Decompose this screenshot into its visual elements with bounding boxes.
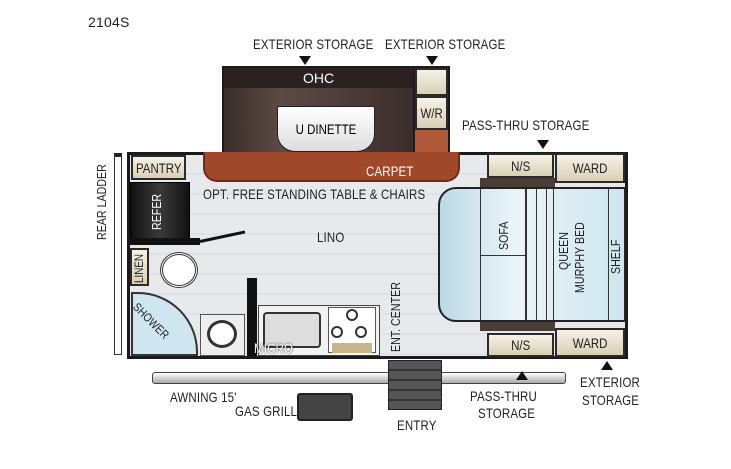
exterior-storage-bottom-label: STORAGE: [582, 392, 640, 408]
arrow-down-icon: [426, 56, 438, 65]
u-dinette: U DINETTE: [277, 106, 375, 152]
cabinet: [415, 68, 448, 96]
bath-wall: [130, 238, 200, 245]
murphy-bed-label: MURPHY BED: [572, 222, 587, 293]
exterior-storage-label: EXTERIOR STORAGE: [385, 36, 506, 52]
kitchen-wall: [247, 278, 257, 356]
bath-sink-basin: [207, 320, 237, 348]
queen-bed-label: QUEEN: [556, 232, 571, 270]
sofa: [480, 189, 526, 320]
arrow-down-icon: [299, 56, 311, 65]
microwave-label: MICRO: [254, 340, 294, 356]
entry-steps: [388, 360, 442, 410]
gas-grill: [297, 393, 353, 421]
awning-bar: [152, 372, 566, 384]
oven: [332, 343, 372, 353]
optional-table-label: OPT. FREE STANDING TABLE & CHAIRS: [203, 186, 426, 202]
entertainment-center-label: ENT. CENTER: [388, 282, 403, 352]
ohc-label: OHC: [302, 70, 335, 86]
shelf: [608, 189, 624, 320]
model-number: 2104S: [88, 14, 130, 30]
pass-thru-storage-bottom-label: PASS-THRU: [470, 388, 537, 404]
rear-ladder-label: REAR LADDER: [94, 164, 109, 240]
carpet-area: [203, 152, 460, 182]
nightstand-bottom: N/S: [487, 333, 554, 357]
gas-grill-label: GAS GRILL: [235, 403, 298, 419]
refrigerator: [130, 182, 190, 240]
arrow-up-icon: [516, 371, 528, 380]
nightstand-top: N/S: [487, 153, 554, 178]
linen-cabinet: [130, 248, 149, 286]
entry-label: ENTRY: [397, 417, 437, 433]
arrow-down-icon: [537, 140, 549, 149]
kitchen-sink: [263, 312, 321, 348]
sofa-cushion-divider: [480, 255, 526, 256]
wardrobe-wr: W/R: [415, 96, 448, 130]
lino-label: LINO: [317, 229, 345, 245]
bed-frame-top: [480, 178, 555, 187]
refer-label: REFER: [149, 193, 164, 230]
arrow-up-icon: [601, 361, 613, 370]
pantry: PANTRY: [131, 155, 186, 180]
burner-icon: [355, 326, 367, 338]
rear-ladder: [114, 153, 122, 355]
toilet: [160, 252, 198, 288]
carpet-label: CARPET: [366, 163, 414, 179]
linen-label: LINEN: [132, 254, 146, 283]
burner-icon: [346, 309, 358, 321]
pass-thru-storage-label: PASS-THRU STORAGE: [462, 117, 590, 133]
u-dinette-label: U DINETTE: [295, 121, 357, 137]
shelf-label: SHELF: [608, 239, 623, 274]
exterior-storage-bottom-label: EXTERIOR: [580, 374, 641, 390]
burner-icon: [331, 326, 343, 338]
pass-thru-storage-bottom-label: STORAGE: [478, 405, 536, 421]
ohc-cabinet: OHC: [224, 68, 413, 88]
wardrobe-bottom: WARD: [555, 328, 625, 357]
wardrobe-top: WARD: [555, 153, 625, 183]
sofa-label: SOFA: [496, 221, 511, 250]
exterior-storage-label: EXTERIOR STORAGE: [253, 36, 374, 52]
bed-frame-bottom: [480, 322, 555, 331]
awning-label: AWNING 15': [170, 389, 237, 405]
bed-lines: [526, 189, 554, 320]
